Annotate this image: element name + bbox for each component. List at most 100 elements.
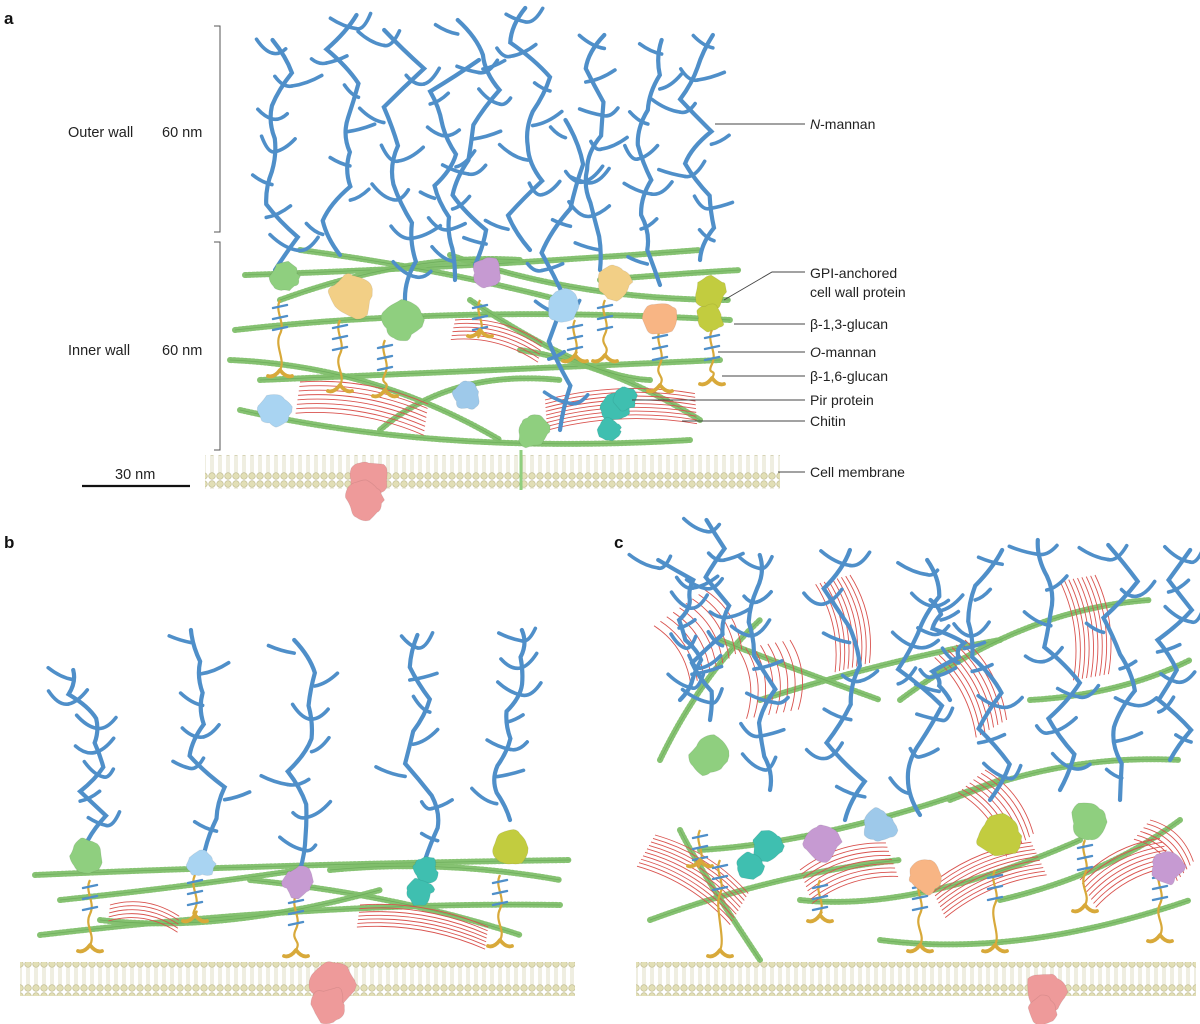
n-mannan-branch [1077, 545, 1111, 562]
o-mannan-chain [497, 874, 503, 941]
n-mannan-backbone [689, 517, 732, 723]
n-mannan-branch [470, 786, 499, 806]
beta-1-6-glucan [371, 388, 399, 399]
o-mannan-sidechain [711, 885, 729, 892]
n-mannan-branch [313, 671, 340, 688]
gpi-protein [268, 260, 301, 292]
chitin-microfibril [642, 855, 737, 915]
n-mannan-backbone [187, 627, 228, 853]
n-mannan-branch [583, 68, 617, 84]
gpi-protein [976, 812, 1023, 857]
n-mannan-branch [896, 666, 918, 686]
chitin-microfibril [1059, 580, 1077, 681]
n-mannan-branch [690, 672, 706, 691]
chitin-microfibril [109, 909, 179, 925]
n-mannan-branch [483, 218, 510, 232]
chitin-microfibril [845, 575, 867, 665]
n-mannan-branch [414, 269, 433, 280]
n-mannan-branch [706, 551, 727, 563]
chitin-microfibril [453, 326, 541, 351]
chitin-microfibril [357, 918, 487, 943]
n-mannan-branch [1007, 544, 1040, 557]
o-mannan-stalk [981, 869, 1009, 954]
chitin-microfibril [977, 776, 1027, 841]
o-mannan-sidechain [1076, 843, 1094, 850]
o-mannan-sidechain [911, 894, 929, 901]
n-mannan-chain [259, 637, 340, 873]
n-mannan-branch [982, 761, 1012, 781]
n-mannan-branch [890, 630, 920, 650]
chitin-microfibril [804, 855, 891, 883]
chitin-microfibril [789, 639, 803, 710]
chitin-microfibril [358, 911, 488, 935]
n-mannan-branch [840, 673, 862, 684]
o-mannan-stalk [561, 319, 589, 364]
chitin-microfibril [737, 648, 752, 719]
chitin-microfibril [943, 870, 1045, 915]
n-mannan-branch [1166, 578, 1191, 594]
o-mannan-sidechain [271, 314, 289, 321]
n-mannan-branch [542, 390, 573, 406]
chitin-microfibril [832, 579, 854, 668]
n-mannan-branch [746, 618, 772, 638]
gpi-label-line1: GPI-anchored [810, 265, 897, 281]
n-mannan-branch [357, 106, 386, 125]
chitin-microfibril [1068, 579, 1086, 679]
n-mannan-branch [637, 42, 664, 56]
beta-1-6-glucan [806, 913, 834, 924]
gpi-protein [696, 303, 725, 333]
n-mannan-branch [523, 6, 545, 24]
o-mannan-sidechain [986, 873, 1004, 880]
n-mannan-branch [1174, 733, 1193, 744]
n-mannan-backbone [450, 17, 503, 268]
n-mannan-branch [706, 629, 725, 648]
n-mannan-branch [250, 173, 274, 187]
pir-protein [736, 851, 766, 880]
n-mannan-branch [1155, 642, 1182, 654]
n-mannan-branch [744, 691, 778, 705]
beta-1-6-glucan [706, 948, 734, 959]
n-mannan-branch [739, 721, 761, 739]
n-mannan-branch [259, 134, 277, 154]
n-mannan-backbone [65, 667, 109, 843]
n-mannan-branch [46, 689, 71, 707]
mannan-layer [46, 5, 1200, 873]
gpi-label-line2: cell wall protein [810, 284, 906, 300]
n-mannan-branch [626, 255, 650, 266]
n-mannan-branch [1084, 621, 1106, 635]
n-mannan-branch [278, 835, 308, 853]
o-mannan-sidechain [986, 895, 1004, 902]
o-mannan-stalk [181, 874, 209, 924]
n-mannan-backbone [264, 37, 301, 273]
n-mannan-branch [1022, 610, 1053, 628]
n-mannan-branch [1046, 715, 1078, 735]
pir-protein [406, 877, 436, 906]
n-mannan-branch [930, 666, 958, 679]
n-mannan-branch [348, 187, 371, 202]
beta-1-3-glucan-core [719, 639, 881, 701]
chitin-bundle [1059, 574, 1112, 681]
n-mannan-branch [471, 129, 503, 141]
gpi-protein [472, 256, 501, 289]
chitin-microfibril [801, 846, 888, 875]
chitin-microfibril [849, 574, 871, 664]
panel-a-annotations: Outer wall 60 nm Inner wall 60 nm 30 nm … [68, 25, 906, 488]
n-mannan-branch [266, 643, 296, 655]
n-mannan-branch [822, 707, 853, 722]
inner-wall-thickness: 60 nm [162, 343, 202, 359]
o-mannan-sidechain [491, 900, 509, 907]
n-mannan-branch [567, 199, 593, 219]
n-mannan-branch [577, 107, 606, 118]
n-mannan-branch [962, 640, 987, 651]
pir-protein [412, 855, 439, 884]
o-mannan-chain [657, 329, 663, 386]
n-mannan-branch [290, 73, 324, 88]
n-mannan-branch [440, 128, 462, 138]
n-mannan-branch [104, 810, 122, 828]
beta-1-6-glucan [686, 858, 714, 869]
chitin-microfibril [450, 338, 539, 363]
beta-1-6-glucan [591, 353, 619, 364]
gpi-protein [380, 298, 425, 342]
chitin-bundle [737, 639, 803, 719]
chitin-microfibril [108, 913, 179, 929]
